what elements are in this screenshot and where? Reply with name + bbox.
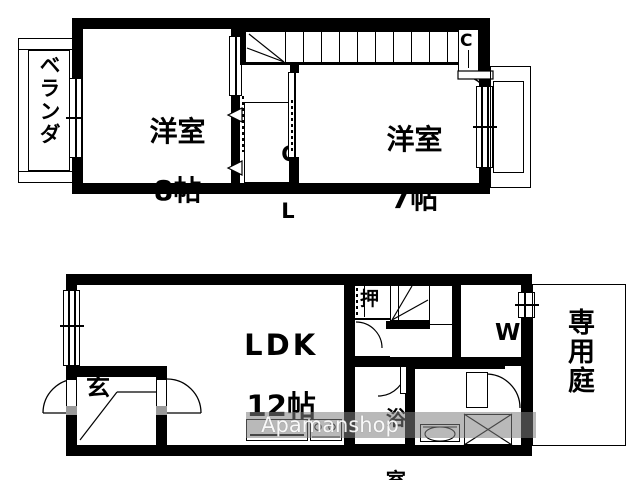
room-genkan-label: 玄 bbox=[86, 373, 110, 401]
upper-stairs-step-7 bbox=[393, 31, 394, 63]
lower-stairs-step-2 bbox=[398, 285, 399, 321]
closet-cl-center-label: C L bbox=[252, 112, 296, 254]
washroom-counter-line bbox=[415, 366, 505, 369]
genkan-wall-top bbox=[77, 366, 167, 377]
closet-cl-right-rod bbox=[468, 50, 469, 68]
upper-stairs-step-9 bbox=[429, 31, 430, 63]
room-washitsu-8-line2: 8帖 bbox=[153, 174, 202, 208]
oshiire-jamb-dots bbox=[356, 288, 358, 318]
room-washitsu-7-name: 洋室 7帖 bbox=[340, 96, 450, 243]
lower-stairs-step-1 bbox=[364, 285, 365, 317]
private-garden-outline bbox=[532, 284, 626, 446]
veranda-rail-bottom bbox=[18, 171, 78, 183]
upper-door-7jo-sash bbox=[294, 72, 296, 158]
room-wc-line1: W bbox=[495, 319, 521, 346]
closet-cl-center-line2: L bbox=[281, 199, 295, 224]
closet-cl-right-label: C bbox=[460, 31, 473, 51]
watermark-text: Apamanshop bbox=[261, 413, 399, 437]
wc-window-handle bbox=[515, 304, 539, 306]
lower-stairs-upper-flight bbox=[390, 285, 430, 321]
room-ldk-line1: LDK bbox=[244, 328, 319, 363]
genkan-entry-door-threshold bbox=[66, 406, 77, 415]
lower-core-divider-left bbox=[344, 285, 354, 445]
washroom-door-leaf bbox=[466, 372, 488, 408]
room-washitsu-8-name: 洋室 8帖 bbox=[103, 88, 213, 235]
upper-wall-bottom bbox=[72, 183, 490, 194]
lower-wall-right bbox=[521, 274, 532, 456]
ldk-left-window-frame bbox=[63, 290, 80, 366]
ldk-left-window-handle bbox=[60, 325, 84, 327]
washroom-divider bbox=[406, 366, 415, 445]
room-washitsu-7-floor bbox=[299, 65, 479, 183]
upper-stairs-step-10 bbox=[447, 31, 448, 63]
upper-stairs-step-8 bbox=[411, 31, 412, 63]
oshiire-shelf-line bbox=[354, 318, 406, 320]
upper-divider-left bbox=[231, 29, 240, 183]
veranda-inner-frame bbox=[28, 50, 70, 171]
veranda-rail-top bbox=[18, 38, 78, 50]
upper-stairs-step-1 bbox=[285, 31, 286, 63]
watermark-bar bbox=[246, 412, 536, 438]
ldk-left-window-sash-b bbox=[74, 290, 76, 366]
lower-stairs-landing-floor bbox=[390, 329, 452, 357]
room-washitsu-8-line1: 洋室 bbox=[149, 115, 206, 149]
ldk-left-window-sash-a bbox=[68, 290, 70, 366]
upper-stairs-run bbox=[245, 31, 467, 63]
lower-stairs-landing-wall bbox=[386, 321, 430, 329]
upper-right-balcony-outer bbox=[490, 66, 531, 188]
upper-stairs-step-2 bbox=[303, 31, 304, 63]
upper-left-window-handle bbox=[66, 117, 90, 119]
room-wc-floor bbox=[461, 285, 521, 357]
veranda-label: ベランダ bbox=[37, 54, 61, 146]
upper-stairs-step-3 bbox=[321, 31, 322, 63]
room-washitsu-7-line2: 7帖 bbox=[390, 182, 439, 216]
upper-stairs-step-4 bbox=[339, 31, 340, 63]
lower-core-horizontal-divider bbox=[354, 357, 521, 366]
washroom-counter-dots bbox=[432, 362, 504, 365]
upper-stairs-step-6 bbox=[375, 31, 376, 63]
upper-door-7jo-jamb-dots bbox=[291, 100, 293, 152]
wc-jamb-dots bbox=[455, 289, 457, 349]
lower-wall-bottom bbox=[66, 445, 532, 456]
upper-wall-top bbox=[72, 18, 490, 29]
upper-stairs-step-5 bbox=[357, 31, 358, 63]
upper-right-balcony-inner bbox=[493, 81, 524, 173]
room-washitsu-8-floor bbox=[83, 29, 231, 183]
room-yokushitsu-line2: 室 bbox=[385, 468, 406, 480]
upper-door-8jo-sash bbox=[235, 36, 237, 96]
upper-shaft-jamb-dots bbox=[242, 96, 244, 152]
upper-right-window-handle bbox=[473, 126, 497, 128]
private-garden-label: 専用庭 bbox=[563, 308, 594, 395]
lower-wall-top bbox=[66, 274, 532, 285]
genkan-inner-door-threshold bbox=[156, 406, 167, 415]
room-washitsu-7-line1: 洋室 bbox=[386, 123, 443, 157]
